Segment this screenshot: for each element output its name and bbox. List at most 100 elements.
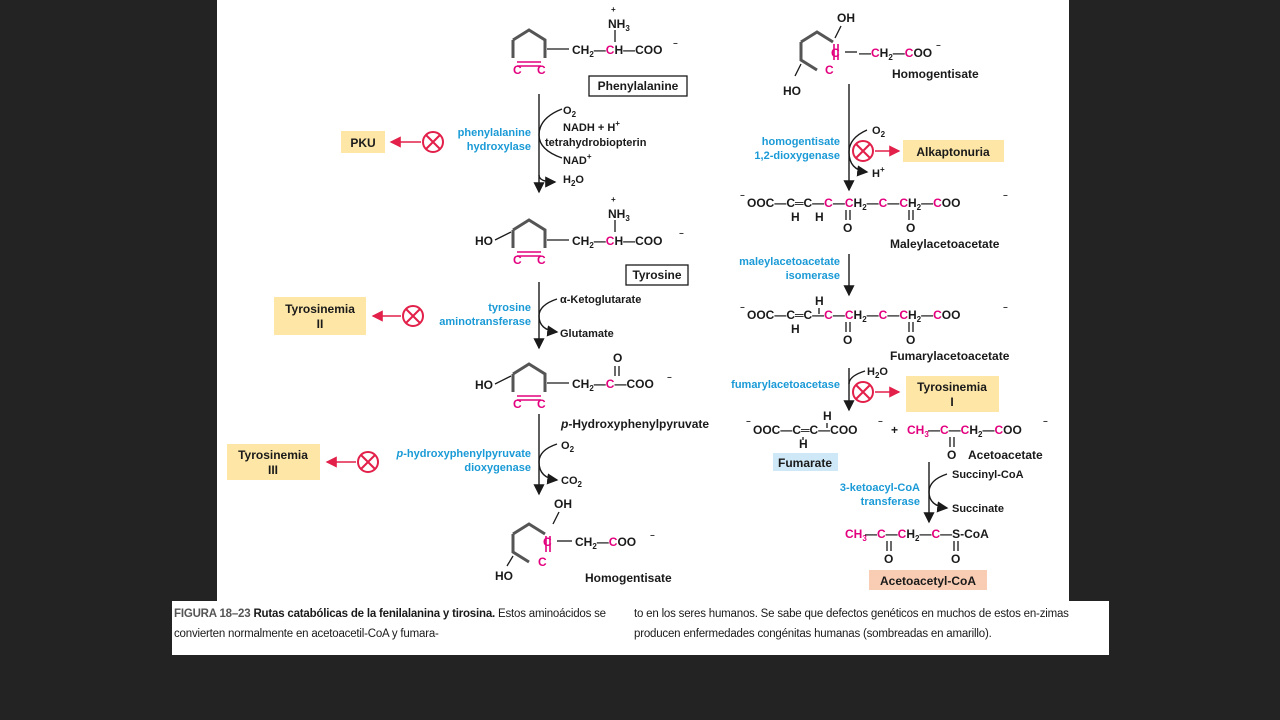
svg-text:H: H bbox=[791, 322, 800, 336]
svg-text:−: − bbox=[667, 373, 672, 382]
fumarylacetoacetate-structure: H − OOC—C═C—C—CH2—C—CH2—COO − H O O bbox=[740, 294, 1008, 347]
figure-caption: FIGURA 18–23 Rutas catabólicas de la fen… bbox=[172, 601, 1109, 655]
svg-text:−: − bbox=[746, 417, 751, 426]
enzyme-hpp-dioxygenase-1: p-hydroxyphenylpyruvate bbox=[396, 448, 532, 460]
homogentisate-left-label: Homogentisate bbox=[585, 571, 672, 585]
svg-text:C: C bbox=[513, 397, 522, 411]
svg-text:H2O: H2O bbox=[563, 174, 584, 188]
svg-text:OH: OH bbox=[554, 497, 572, 511]
svg-text:CH2—C—COO: CH2—C—COO bbox=[572, 377, 654, 393]
svg-text:CH3: CH3 bbox=[907, 423, 929, 439]
svg-text:−: − bbox=[679, 229, 684, 238]
svg-text:H: H bbox=[823, 409, 832, 423]
tetrahydrobiopterin-label: tetrahydrobiopterin bbox=[545, 137, 647, 149]
svg-text:C: C bbox=[831, 46, 840, 60]
svg-text:O: O bbox=[947, 448, 956, 462]
svg-text:−: − bbox=[878, 417, 883, 426]
homogentisate-left-structure: OH CC CH2—COO − HO bbox=[495, 497, 655, 583]
caption-left: FIGURA 18–23 Rutas catabólicas de la fen… bbox=[174, 604, 614, 644]
alpha-ketoglutarate-label: α-Ketoglutarate bbox=[560, 294, 641, 306]
svg-text:O: O bbox=[951, 552, 960, 566]
caption-right-text: to en los seres humanos. Se sabe que def… bbox=[634, 608, 1069, 640]
svg-text:NH3: NH3 bbox=[608, 17, 630, 33]
enzyme-maa-isomerase-2: isomerase bbox=[786, 270, 840, 282]
o2-label: O bbox=[563, 105, 572, 117]
svg-text:O2: O2 bbox=[561, 440, 575, 454]
svg-text:—C—CH2—C—S-CoA: —C—CH2—C—S-CoA bbox=[865, 527, 989, 543]
succinyl-coa-label: Succinyl-CoA bbox=[952, 469, 1024, 481]
hpp-label: p-Hydroxyphenylpyruvate bbox=[560, 417, 709, 431]
svg-text:NAD+: NAD+ bbox=[563, 152, 592, 167]
co2-label: CO bbox=[561, 475, 578, 487]
enzyme-hg-dioxygenase-2: 1,2-dioxygenase bbox=[754, 150, 840, 162]
svg-text:O: O bbox=[906, 333, 915, 347]
svg-text:+: + bbox=[611, 195, 616, 204]
acetoacetyl-coa-label: Acetoacetyl-CoA bbox=[880, 574, 976, 588]
disease-tyrosinemia-2-line2: II bbox=[317, 317, 324, 331]
svg-text:H: H bbox=[815, 294, 824, 308]
svg-text:HO: HO bbox=[495, 569, 513, 583]
svg-text:HO: HO bbox=[783, 84, 801, 98]
disease-alkaptonuria: Alkaptonuria bbox=[916, 145, 990, 159]
acetoacetyl-coa-structure: CH3 —C—CH2—C—S-CoA O O bbox=[845, 527, 989, 566]
fumarate-label: Fumarate bbox=[778, 456, 832, 470]
svg-text:O: O bbox=[613, 351, 622, 365]
enzyme-hpp-dioxygenase-2: dioxygenase bbox=[464, 462, 531, 474]
svg-text:CH2—CH—COO: CH2—CH—COO bbox=[572, 43, 662, 59]
o2-label-2: O bbox=[561, 440, 570, 452]
enzyme-fumarylacetoacetase: fumarylacetoacetase bbox=[731, 379, 840, 391]
svg-text:O: O bbox=[843, 221, 852, 235]
svg-text:CH2—COO: CH2—COO bbox=[575, 535, 636, 551]
nadh-label: NADH bbox=[563, 122, 595, 134]
acetoacetate-label: Acetoacetate bbox=[968, 448, 1043, 462]
svg-text:−: − bbox=[650, 531, 655, 540]
disease-tyrosinemia-3-line2: III bbox=[268, 463, 278, 477]
svg-text:OOC—C═C—C—CH2—C—CH2—COO: OOC—C═C—C—CH2—C—CH2—COO bbox=[747, 196, 960, 212]
svg-text:O: O bbox=[906, 221, 915, 235]
nad-label: NAD bbox=[563, 155, 587, 167]
enzyme-hg-dioxygenase-1: homogentisate bbox=[762, 136, 840, 148]
disease-tyrosinemia-1-line1: Tyrosinemia bbox=[917, 380, 987, 394]
h2o-label-2: H bbox=[867, 366, 875, 378]
homogentisate-right-structure: OH CC —CH2—COO − HO bbox=[783, 11, 941, 98]
svg-text:C: C bbox=[825, 63, 834, 77]
enzyme-phenylalanine-hydroxylase-2: hydroxylase bbox=[467, 141, 531, 153]
svg-text:O2: O2 bbox=[563, 105, 577, 119]
caption-left-text: Estos aminoácidos se convierten normalme… bbox=[174, 608, 606, 640]
homogentisate-right-label: Homogentisate bbox=[892, 67, 979, 81]
svg-text:+: + bbox=[891, 423, 898, 437]
svg-text:C: C bbox=[537, 253, 546, 267]
succinate-label: Succinate bbox=[952, 503, 1004, 515]
svg-text:CO2: CO2 bbox=[561, 475, 583, 489]
svg-text:C: C bbox=[543, 535, 552, 549]
svg-text:C: C bbox=[537, 63, 546, 77]
svg-text:−: − bbox=[1043, 417, 1048, 426]
svg-text:−: − bbox=[673, 39, 678, 48]
svg-text:NH3: NH3 bbox=[608, 207, 630, 223]
svg-text:OH: OH bbox=[837, 11, 855, 25]
disease-tyrosinemia-2-line1: Tyrosinemia bbox=[285, 302, 355, 316]
enzyme-tyrosine-aminotransferase-2: aminotransferase bbox=[439, 316, 531, 328]
svg-text:—C—CH2—COO: —C—CH2—COO bbox=[928, 423, 1022, 439]
svg-text:−: − bbox=[1003, 303, 1008, 312]
fumarate-acetoacetate-structure: H − OOC—C═C—COO − H + CH3 —C—CH2—COO − O bbox=[746, 409, 1048, 462]
enzyme-ketoacyl-transferase-2: transferase bbox=[861, 496, 920, 508]
svg-text:−: − bbox=[740, 191, 745, 200]
h-plus-right-label: H bbox=[872, 168, 880, 180]
svg-text:H: H bbox=[815, 210, 824, 224]
svg-text:O: O bbox=[843, 333, 852, 347]
svg-text:HO: HO bbox=[475, 234, 493, 248]
svg-text:C: C bbox=[538, 555, 547, 569]
svg-text:OOC—C═C—C—CH2—C—CH2—COO: OOC—C═C—C—CH2—C—CH2—COO bbox=[747, 308, 960, 324]
svg-text:C: C bbox=[513, 253, 522, 267]
svg-text:O2: O2 bbox=[872, 125, 886, 139]
svg-text:H: H bbox=[799, 437, 808, 451]
svg-text:CH3: CH3 bbox=[845, 527, 867, 543]
maleylacetoacetate-label: Maleylacetoacetate bbox=[890, 237, 1000, 251]
svg-text:O: O bbox=[884, 552, 893, 566]
figure-number: FIGURA 18–23 bbox=[174, 608, 251, 620]
